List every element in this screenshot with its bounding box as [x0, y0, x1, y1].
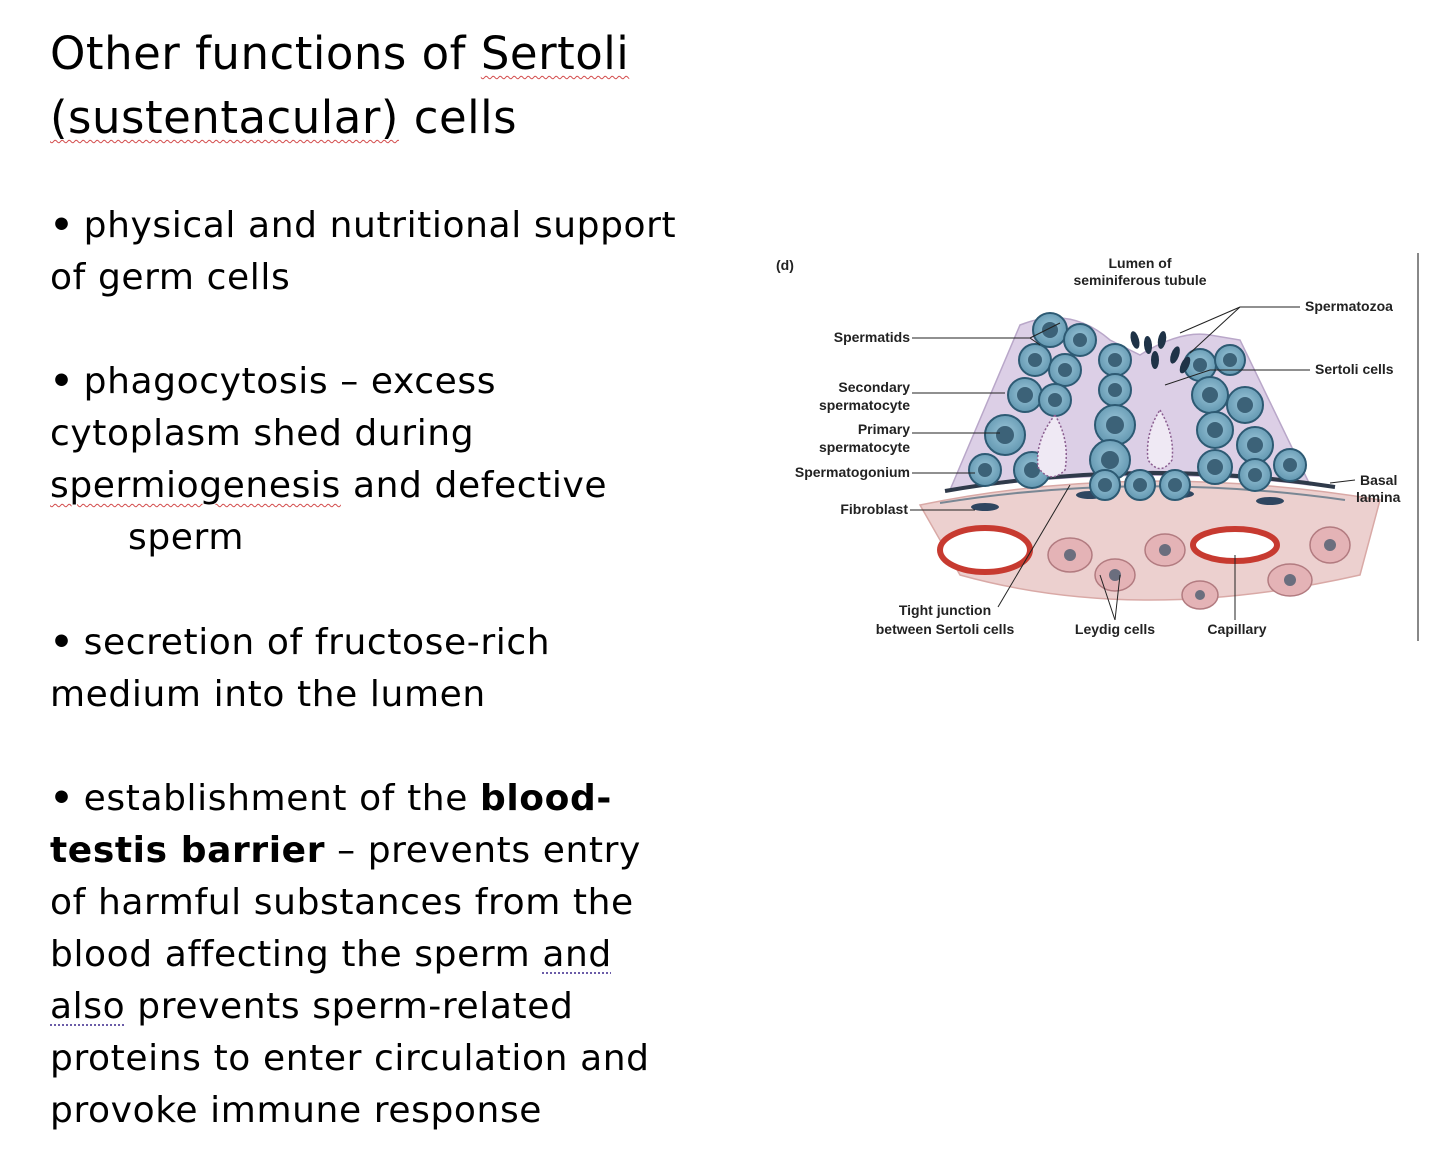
label-fibroblast: Fibroblast: [840, 501, 908, 517]
grammar-flag-also: also: [50, 986, 126, 1027]
germ-cell-nucleus: [1058, 363, 1072, 377]
bullet-text: – prevents entry: [325, 830, 641, 871]
bullet-dot: •: [50, 778, 74, 819]
label-leydig-cells: Leydig cells: [1075, 621, 1155, 637]
germ-cell-nucleus: [1108, 383, 1122, 397]
leader-lines: [910, 306, 1356, 621]
germ-cell-nucleus: [1207, 459, 1223, 475]
germ-cell-nucleus: [1024, 462, 1040, 478]
label-tight-junction-2: between Sertoli cells: [876, 621, 1015, 637]
bullet-phagocytosis: •phagocytosis – excess cytoplasm shed du…: [50, 356, 750, 564]
label-secondary-2: spermatocyte: [819, 397, 910, 413]
bullet-text: physical and nutritional support: [83, 205, 677, 246]
label-primary-1: Primary: [858, 421, 910, 437]
germ-cell-nucleus: [1108, 353, 1122, 367]
bullet-text: proteins to enter circulation and: [50, 1038, 650, 1079]
leydig-nuclei: [1064, 539, 1336, 600]
slide-title: Other functions of Sertoli (sustentacula…: [50, 22, 740, 150]
germ-cell-nucleus: [1048, 393, 1062, 407]
figure-labels: (d) Lumen of seminiferous tubule Spermat…: [776, 255, 1401, 637]
bullet-dot: •: [50, 622, 74, 663]
spermiogenesis-word: spermiogenesis: [50, 465, 341, 506]
germ-cell-nucleus: [1106, 416, 1124, 434]
spermatozoa: [1130, 331, 1191, 374]
title-line-1: Other functions of Sertoli: [50, 22, 740, 86]
label-primary-2: spermatocyte: [819, 439, 910, 455]
label-tight-junction-1: Tight junction: [899, 602, 991, 618]
title-line-2: (sustentacular) cells: [50, 86, 740, 150]
bullet-text: establishment of the: [83, 778, 480, 819]
bullet-text: prevents sperm-related: [125, 986, 574, 1027]
label-lumen-1: Lumen of: [1109, 255, 1172, 271]
germ-cell-nucleus: [1042, 322, 1058, 338]
label-sertoli-cells: Sertoli cells: [1315, 361, 1394, 377]
germ-cell-nucleus: [978, 463, 992, 477]
title-sertoli-word: Sertoli: [480, 27, 630, 80]
title-text: Other functions of: [50, 27, 481, 80]
label-secondary-1: Secondary: [838, 379, 910, 395]
label-basal-1: Basal: [1360, 472, 1397, 488]
germ-cell-nucleus: [1202, 387, 1218, 403]
label-basal-2: lamina: [1356, 489, 1401, 505]
bullet-text: phagocytosis – excess: [83, 361, 497, 402]
label-capillary: Capillary: [1207, 621, 1266, 637]
bold-term: testis barrier: [50, 830, 326, 871]
bold-term: blood-: [480, 778, 612, 819]
germ-cell-nucleus: [1098, 478, 1112, 492]
germ-cell-nucleus: [1283, 458, 1297, 472]
germ-cell-nucleus: [1017, 387, 1033, 403]
seminiferous-tubule-diagram: (d) Lumen of seminiferous tubule Spermat…: [776, 253, 1419, 641]
bullet-text: secretion of fructose-rich: [83, 622, 551, 663]
bullet-text: provoke immune response: [50, 1090, 543, 1131]
bullet-text: blood affecting the sperm: [50, 934, 543, 975]
germ-cell-nucleus: [996, 426, 1014, 444]
bullet-blood-testis-barrier: •establishment of the blood- testis barr…: [50, 773, 750, 1137]
germ-cell-nucleus: [1073, 333, 1087, 347]
germ-cell-nucleus: [1193, 358, 1207, 372]
bullet-text: sperm: [128, 517, 244, 558]
title-text: cells: [398, 91, 518, 144]
germ-cell-nucleus: [1028, 353, 1042, 367]
bullet-text: of germ cells: [50, 257, 291, 298]
label-lumen-2: seminiferous tubule: [1073, 272, 1206, 288]
title-sustentacular-word: (sustentacular): [50, 91, 399, 144]
sertoli-nuclei: [1036, 408, 1174, 478]
germ-cells: [968, 312, 1307, 501]
bullet-physical-support: •physical and nutritional support of ger…: [50, 200, 750, 304]
germ-cell-nucleus: [1247, 437, 1263, 453]
bullet-text: and defective: [340, 465, 608, 506]
bullet-dot: •: [50, 205, 74, 246]
germ-cell-nucleus: [1223, 353, 1237, 367]
germ-cell-nucleus: [1207, 422, 1223, 438]
capillary-left: [937, 525, 1033, 575]
germ-cell-nucleus: [1133, 478, 1147, 492]
germ-cell-nucleus: [1101, 451, 1119, 469]
label-spermatozoa: Spermatozoa: [1305, 298, 1393, 314]
bullet-text: cytoplasm shed during: [50, 413, 475, 454]
germ-cell-nucleus: [1248, 468, 1262, 482]
bullet-dot: •: [50, 361, 74, 402]
bullet-text: of harmful substances from the: [50, 882, 634, 923]
label-spermatogonium: Spermatogonium: [795, 464, 910, 480]
panel-label: (d): [776, 257, 794, 273]
bullet-line: spermiogenesis and defective: [50, 460, 750, 512]
germ-cell-nucleus: [1237, 397, 1253, 413]
label-spermatids: Spermatids: [834, 329, 910, 345]
bullet-text: medium into the lumen: [50, 674, 486, 715]
bullet-fructose-secretion: •secretion of fructose-rich medium into …: [50, 617, 750, 721]
germ-cell-nucleus: [1168, 478, 1182, 492]
grammar-flag-and: and: [542, 934, 612, 975]
